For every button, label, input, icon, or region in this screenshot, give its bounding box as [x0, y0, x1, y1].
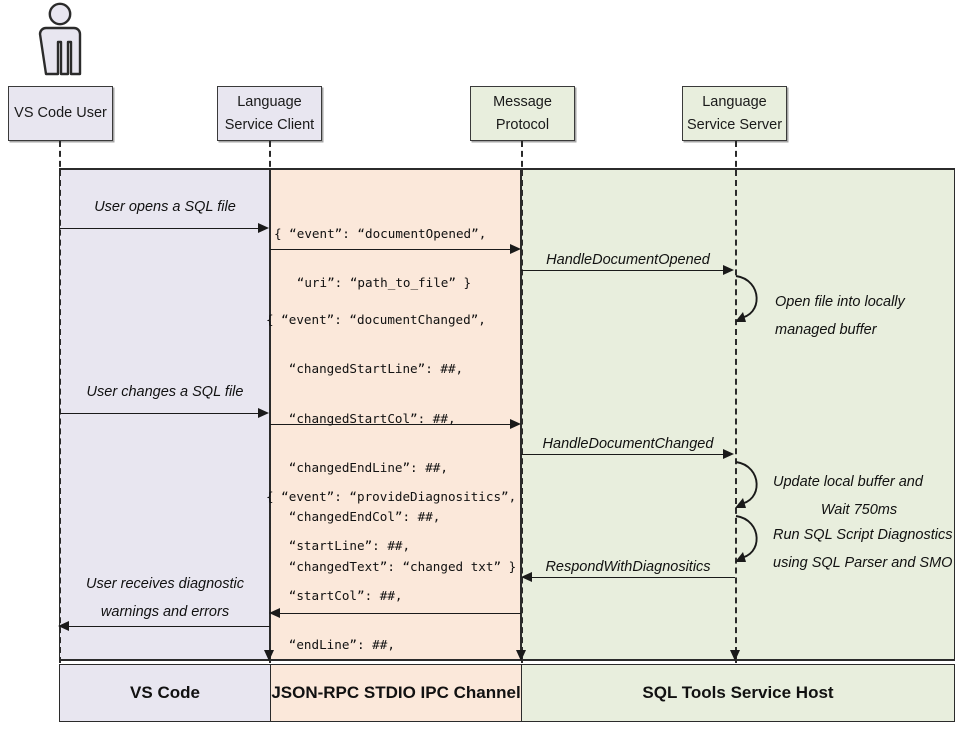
region-band-sql-tools-service-host: [521, 170, 955, 661]
payload-document-changed-line-6: “changedText”: “changed txt” }: [266, 558, 517, 574]
arrow-head-terminator-protocol: [516, 650, 526, 661]
self-call-note-open-file-line1: Open file into locally: [775, 294, 905, 310]
arrow-head-terminator-client: [264, 650, 274, 661]
payload-document-changed-line-2: “changedStartLine”: ##,: [266, 361, 464, 377]
self-call-note-update-buffer-line2: Wait 750ms: [820, 502, 898, 519]
payload-document-changed-line-1: { “event”: “documentChanged”,: [266, 312, 486, 328]
payload-document-opened-line-2: “uri”: “path_to_file” }: [274, 275, 472, 291]
arrow-head-document-changed-to-protocol: [510, 418, 521, 429]
message-label-user-opens-sql-file: User opens a SQL file: [94, 199, 236, 215]
payload-document-opened-line-1: { “event”: “documentOpened”,: [274, 226, 487, 242]
payload-provide-diagnositics-line-4: “endLine”: ##,: [266, 637, 395, 653]
region-footer-json-rpc-label: JSON-RPC STDIO IPC Channel: [271, 683, 521, 702]
message-label-user-receives-diagnostics-line1: User receives diagnostic: [86, 576, 244, 592]
self-call-note-update-buffer-line1: Update local buffer and: [773, 474, 923, 490]
message-arrow-handle-document-opened: [521, 270, 725, 271]
payload-document-changed-line-3: “changedStartCol”: ##,: [266, 410, 456, 426]
self-call-note-run-sql-script-diagnostics: Run SQL Script Diagnostics using SQL Par…: [773, 521, 952, 578]
message-arrow-document-opened-to-protocol: [270, 249, 512, 250]
region-footer-sql-tools-service-host[interactable]: SQL Tools Service Host: [521, 664, 955, 722]
message-arrow-user-opens-sql-file: [60, 228, 260, 229]
payload-provide-diagnositics-line-2: “startLine”: ##,: [266, 538, 411, 554]
arrow-head-document-opened-to-protocol: [510, 243, 521, 254]
message-label-user-receives-diagnostics: User receives diagnostic warnings and er…: [60, 570, 270, 627]
message-arrow-diagnositics-to-client: [280, 613, 521, 614]
message-label-handle-document-opened: HandleDocumentOpened: [546, 252, 710, 268]
self-call-loop-run-diagnostics-icon: [735, 515, 758, 562]
lifeline-header-vs-code-user-line1: VS Code User: [14, 105, 107, 122]
message-arrow-document-changed-to-protocol: [270, 424, 512, 425]
message-arrow-user-changes-sql-file: [60, 413, 260, 414]
lifeline-header-language-service-client-line2: Service Client: [224, 117, 315, 133]
self-call-note-open-file-into-buffer: Open file into locally managed buffer: [775, 288, 905, 345]
region-footer-json-rpc-stdio-ipc-channel[interactable]: JSON-RPC STDIO IPC Channel: [270, 664, 522, 722]
person-actor-icon: [32, 2, 88, 76]
lifeline-language-service-client-overlay: [269, 170, 271, 663]
arrow-head-respond-with-diagnositics: [521, 571, 532, 582]
arrow-head-user-opens-sql-file: [258, 222, 269, 233]
self-call-loop-update-buffer-icon: [735, 461, 758, 508]
arrow-head-terminator-server: [730, 650, 740, 661]
band-bottom-rule: [59, 659, 955, 661]
payload-document-opened: { “event”: “documentOpened”, “uri”: “pat…: [274, 203, 486, 327]
arrow-head-user-changes-sql-file: [258, 407, 269, 418]
self-call-note-run-diagnostics-line2: using SQL Parser and SMO: [773, 555, 953, 572]
payload-provide-diagnositics-line-3: “startCol”: ##,: [266, 587, 403, 603]
lifeline-header-language-service-client[interactable]: Language Service Client: [217, 86, 322, 141]
lifeline-header-language-service-server-line1: Language: [702, 93, 767, 110]
lifeline-header-vs-code-user[interactable]: VS Code User: [8, 86, 113, 141]
payload-document-changed: { “event”: “documentChanged”, “changedSt…: [266, 289, 516, 610]
payload-provide-diagnositics-line-1: { “event”: “provideDiagnositics”,: [266, 489, 517, 505]
region-band-json-rpc: [270, 170, 521, 661]
message-label-user-changes-sql-file: User changes a SQL file: [86, 384, 244, 400]
region-footer-vs-code[interactable]: VS Code: [59, 664, 271, 722]
message-arrow-handle-document-changed: [521, 454, 725, 455]
band-top-rule: [59, 168, 955, 170]
message-arrow-respond-with-diagnositics: [532, 577, 735, 578]
lifeline-header-language-service-client-line1: Language: [237, 93, 302, 110]
arrow-head-user-receives-diagnostics: [58, 620, 69, 631]
message-label-respond-with-diagnositics: RespondWithDiagnositics: [545, 559, 711, 575]
self-call-note-open-file-line2: managed buffer: [775, 322, 877, 339]
lifeline-header-message-protocol-line2: Protocol: [495, 117, 550, 133]
lifeline-vs-code-user-overlay: [59, 170, 61, 663]
region-band-vs-code: [59, 170, 270, 661]
payload-document-changed-line-5: “changedEndCol”: ##,: [266, 509, 441, 525]
lifeline-header-language-service-server[interactable]: Language Service Server: [682, 86, 787, 141]
lifeline-message-protocol-overlay: [521, 170, 523, 663]
lifeline-header-message-protocol-line1: Message: [493, 93, 552, 110]
message-label-user-receives-diagnostics-line2: warnings and errors: [100, 604, 230, 621]
self-call-loop-open-file-icon: [735, 275, 758, 322]
lifeline-header-language-service-server-line2: Service Server: [686, 117, 783, 133]
region-footer-sql-tools-service-host-label: SQL Tools Service Host: [642, 683, 834, 702]
arrow-head-handle-document-opened: [723, 264, 734, 275]
payload-document-changed-line-4: “changedEndLine”: ##,: [266, 460, 448, 476]
arrow-head-diagnositics-to-client: [269, 607, 280, 618]
message-arrow-user-receives-diagnostics: [69, 626, 270, 627]
self-call-note-update-local-buffer: Update local buffer and Wait 750ms: [773, 468, 945, 525]
self-call-note-run-diagnostics-line1: Run SQL Script Diagnostics: [773, 527, 953, 543]
region-footer-vs-code-label: VS Code: [130, 683, 200, 702]
arrow-head-handle-document-changed: [723, 448, 734, 459]
lifeline-language-service-server-overlay: [735, 170, 737, 663]
message-label-handle-document-changed: HandleDocumentChanged: [542, 436, 714, 452]
lifeline-header-message-protocol[interactable]: Message Protocol: [470, 86, 575, 141]
